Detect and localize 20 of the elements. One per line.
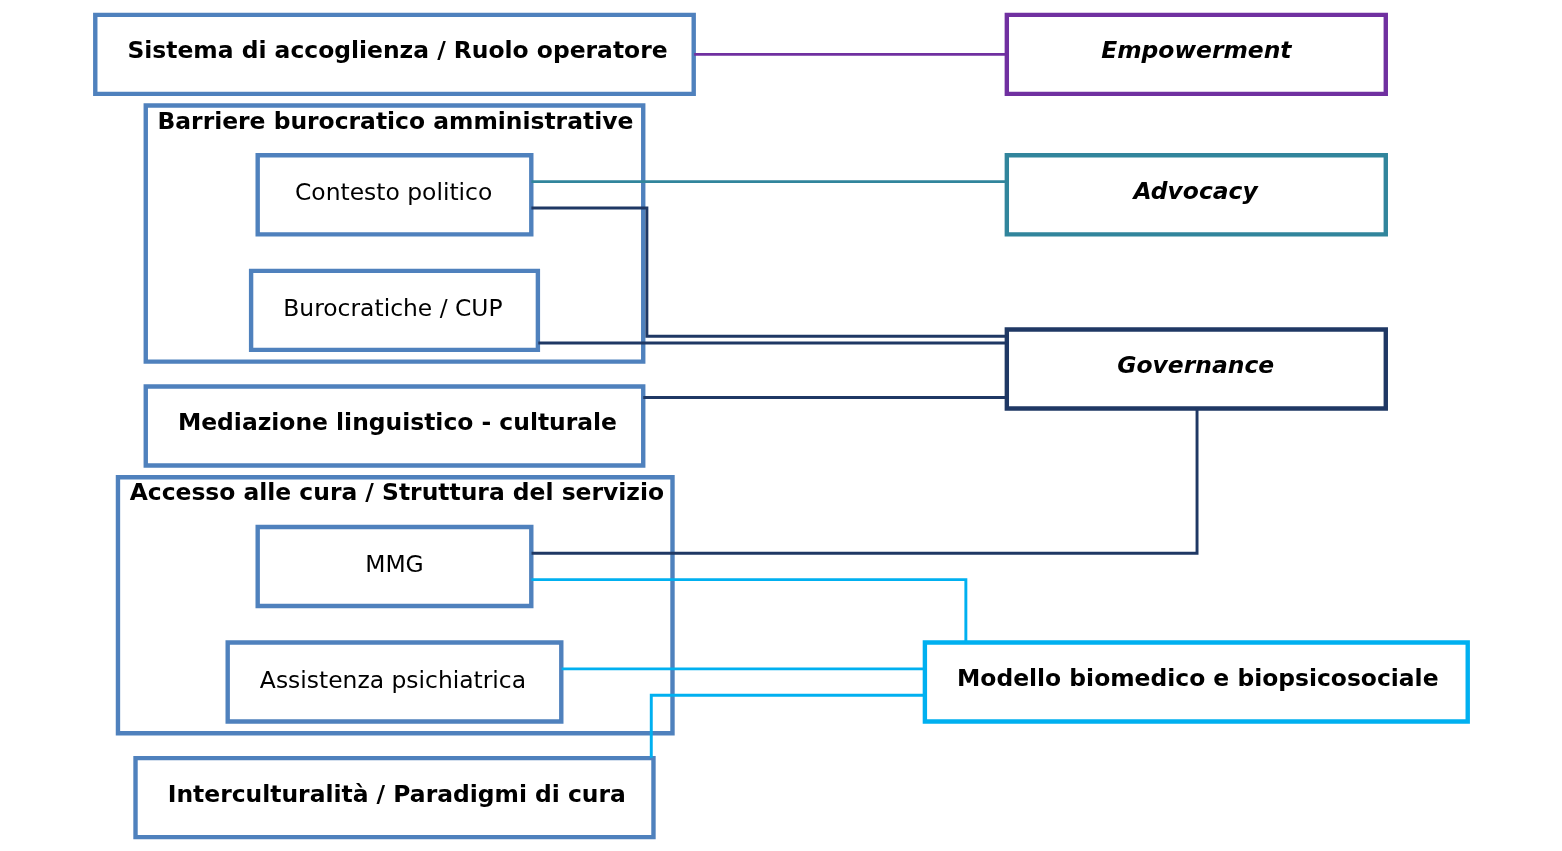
connector: [530, 179, 1007, 183]
node-box: MMG: [255, 524, 533, 608]
node-box: Contesto politico: [255, 152, 533, 237]
connector: [693, 52, 1007, 56]
connector: [530, 577, 967, 642]
node-box: Modello biomedico e biopsicosociale: [922, 639, 1470, 724]
connector: [642, 395, 1007, 399]
connector: [537, 341, 1007, 345]
node-box: Mediazione linguistico - culturale: [143, 383, 645, 468]
node-box: Empowerment: [1004, 12, 1388, 96]
connector: [561, 666, 925, 670]
node-box: Sistema di accoglienza / Ruolo operatore: [92, 12, 696, 96]
connector: [531, 408, 1198, 555]
connector: [530, 206, 1006, 338]
node-box: Interculturalità / Paradigmi di cura: [132, 755, 656, 839]
node-box: Governance: [1004, 326, 1388, 411]
node-box: Burocratiche / CUP: [248, 268, 540, 352]
node-box: Assistenza psichiatrica: [225, 639, 563, 724]
connector: [649, 693, 925, 758]
node-box: Advocacy: [1004, 152, 1388, 237]
